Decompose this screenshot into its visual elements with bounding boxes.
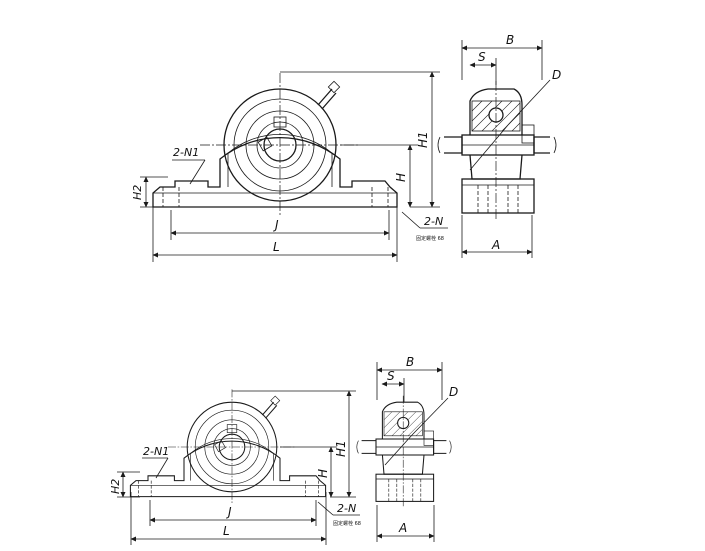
label-note: 固定螺栓 68 (333, 520, 361, 527)
label-2-N: 2-N (337, 502, 356, 515)
label-J: J (226, 505, 232, 519)
label-S: S (387, 369, 395, 383)
top-front-view (152, 72, 398, 216)
label-J: J (273, 218, 279, 232)
label-H2: H2 (109, 479, 122, 494)
label-H: H (394, 173, 408, 182)
top-dimensions (140, 71, 448, 262)
label-A: A (398, 521, 407, 535)
bottom-drawing: B S D H1 H H2 2-N1 2-N 固定螺栓 68 J L A (109, 355, 458, 545)
label-B: B (406, 355, 414, 369)
label-D: D (449, 385, 458, 399)
top-side-view (437, 80, 557, 222)
label-2-N1: 2-N1 (173, 146, 199, 159)
bottom-side-view (356, 395, 452, 509)
label-S: S (478, 50, 486, 64)
label-note: 固定螺栓 68 (416, 235, 444, 242)
label-H1: H1 (334, 440, 348, 457)
label-H1: H1 (416, 131, 430, 148)
label-H: H (316, 469, 330, 478)
label-B: B (506, 33, 514, 47)
top-drawing: B S D H1 H H2 2-N1 2-N 固定螺栓 68 J L A (131, 33, 561, 262)
label-2-N: 2-N (424, 215, 443, 228)
bottom-side-dimensions (376, 362, 449, 542)
bottom-dimensions (117, 390, 360, 545)
label-D: D (552, 68, 561, 82)
label-H2: H2 (131, 185, 144, 200)
top-side-dimensions (461, 40, 551, 258)
label-L: L (223, 524, 230, 538)
label-2-N1: 2-N1 (143, 445, 169, 458)
label-L: L (273, 240, 280, 254)
label-A: A (491, 238, 500, 252)
